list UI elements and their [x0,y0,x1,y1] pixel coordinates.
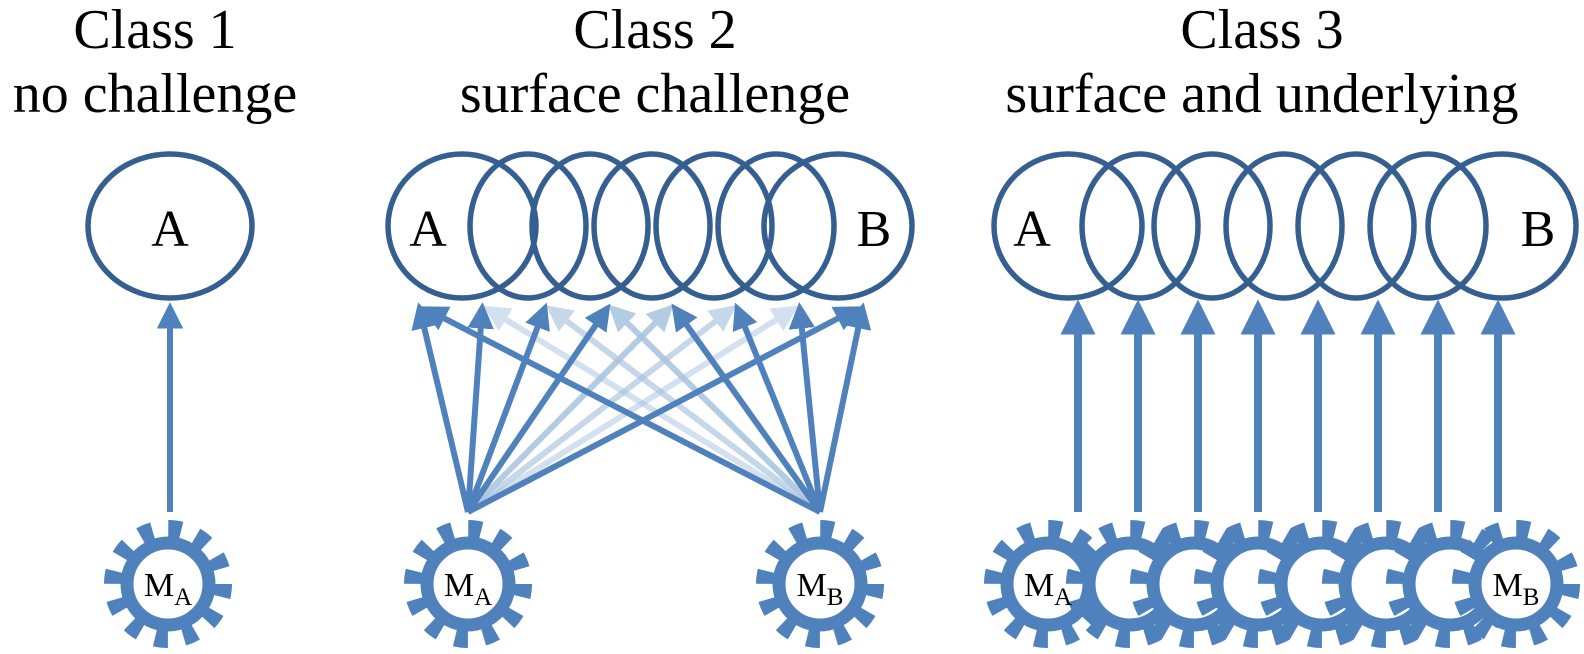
machine-b-label: MB [797,567,844,611]
machine-main: M [1493,567,1523,604]
concept-circle [591,151,713,301]
concept-ellipse-a [85,151,255,301]
dark-arrows [411,302,872,515]
ellipse-a-label: A [151,201,189,258]
arrow-faded [466,305,737,515]
machine-main: M [797,567,827,604]
machine-sub: A [174,584,192,611]
arrow [817,302,872,513]
arrow-faded [608,304,823,515]
concept-circle [1151,151,1273,301]
arrow [671,303,823,514]
faded-arrows [465,304,823,515]
concept-circle [653,151,775,301]
panel2-title: Class 2 [573,0,736,61]
arrow [465,302,494,513]
concept-circle [1223,151,1345,301]
machine-sub: A [474,584,492,611]
concept-circle [467,151,589,301]
gear-row [993,529,1571,639]
ellipse-a-label: A [1013,201,1051,258]
arrow [788,302,823,513]
concept-ellipse-b [1425,151,1579,301]
arrow [466,306,862,515]
panel-class-2: Class 2 surface challenge A B [385,0,915,639]
machine-b-label: MB [1493,567,1540,611]
vertical-arrows [1060,299,1516,512]
arrow [411,302,471,513]
machine-sub: B [827,584,844,611]
panel2-subtitle: surface challenge [460,63,850,125]
machine-a-label: MA [444,567,492,611]
concept-circle [529,151,651,301]
arrow [465,302,550,514]
machine-main: M [1024,567,1054,604]
arrow [465,303,611,514]
arrow [420,306,822,515]
machine-a-label: MA [144,567,192,611]
concept-circle [1079,151,1201,301]
concept-ellipse-a [385,151,539,301]
ellipse-b-label: B [857,201,892,258]
ellipse-b-label: B [1521,201,1556,258]
concept-circle-row [991,151,1579,301]
arrow-faded [545,305,822,515]
concept-ellipse-a [991,151,1145,301]
arrow [732,302,823,514]
concept-circle-row [385,151,915,301]
concept-circle [715,151,837,301]
panel1-subtitle: no challenge [13,63,298,125]
machine-sub: A [1054,584,1072,611]
machine-main: M [144,567,174,604]
machine-main: M [444,567,474,604]
concept-circle [1367,151,1489,301]
panel1-title: Class 1 [73,0,236,61]
concept-ellipse-b [761,151,915,301]
panel3-title: Class 3 [1180,0,1343,61]
panel3-subtitle: surface and underlying [1005,63,1518,125]
arrow-faded [465,304,674,515]
panel-class-1: Class 1 no challenge A MA [13,0,298,639]
machine-sub: B [1523,584,1540,611]
ellipse-a-label: A [409,201,447,258]
concept-circle [1295,151,1417,301]
panel-class-3: Class 3 surface and underlying A B [993,0,1576,639]
machine-a-label: MA [1024,567,1072,611]
